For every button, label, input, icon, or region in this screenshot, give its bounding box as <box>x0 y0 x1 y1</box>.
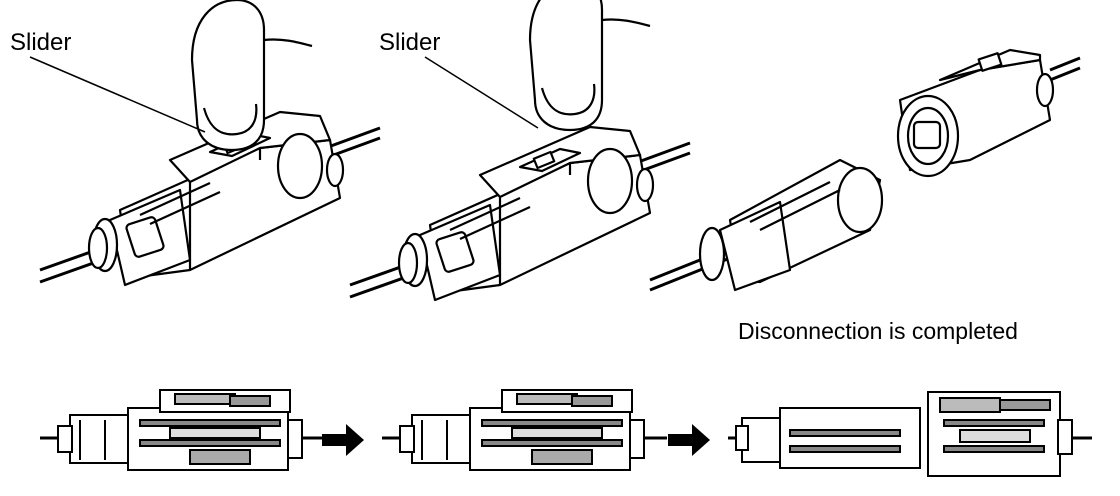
slider-leader-line-2 <box>424 56 539 129</box>
disconnection-completed-label: Disconnection is completed <box>738 318 1018 344</box>
connector-step-2-illustration <box>348 0 692 302</box>
connector-separated-illustration <box>649 48 1081 292</box>
cross-section-step-1 <box>38 388 327 472</box>
arrow-2 <box>668 424 710 456</box>
connector-step-1-illustration <box>29 0 382 287</box>
cross-section-step-2 <box>380 388 669 472</box>
arrow-1 <box>322 424 364 456</box>
slider-leader-line-1 <box>29 56 206 133</box>
slider-label-step-1: Slider <box>10 29 72 56</box>
cross-section-separated <box>728 391 1092 477</box>
slider-label-step-2: Slider <box>379 29 441 56</box>
